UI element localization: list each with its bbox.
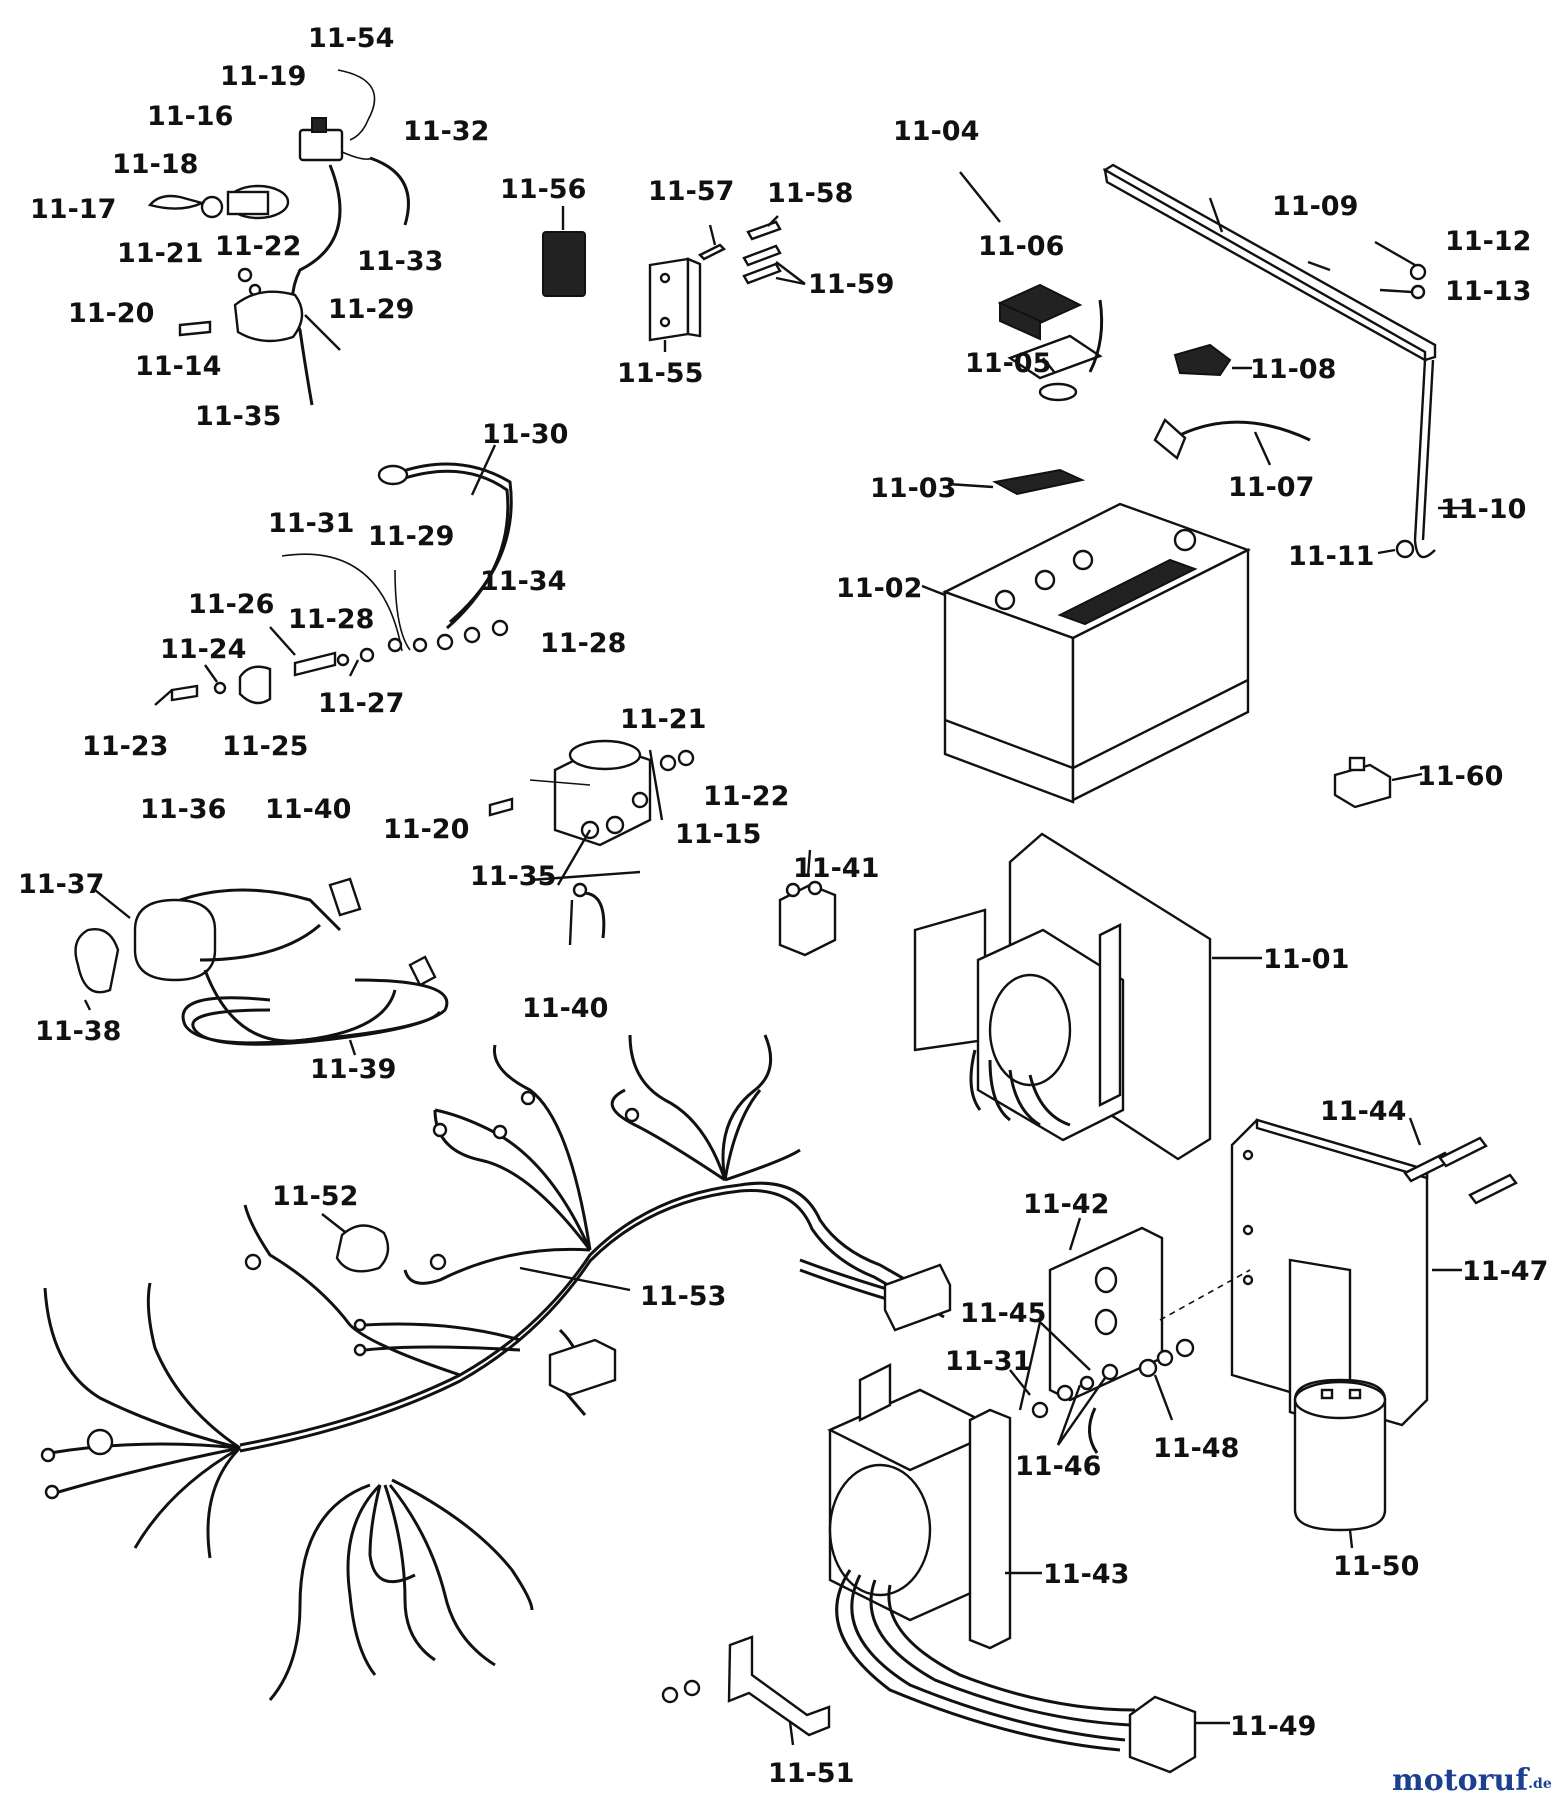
label-11-32: 11-32 xyxy=(403,116,489,147)
label-11-50: 11-50 xyxy=(1333,1551,1419,1582)
label-11-29a: 11-29 xyxy=(328,294,414,325)
label-11-26: 11-26 xyxy=(188,589,274,620)
label-11-31a: 11-31 xyxy=(268,508,354,539)
label-11-20a: 11-20 xyxy=(68,298,154,329)
label-11-37: 11-37 xyxy=(18,869,104,900)
battery-group xyxy=(921,171,1311,804)
label-11-12: 11-12 xyxy=(1445,226,1531,257)
bracket-11-51 xyxy=(661,1635,831,1746)
label-11-29b: 11-29 xyxy=(368,521,454,552)
label-11-60: 11-60 xyxy=(1417,761,1503,792)
label-11-27: 11-27 xyxy=(318,688,404,719)
watermark-logo: motoruf xyxy=(1392,1763,1530,1798)
coil-11-01 xyxy=(913,832,1262,1161)
label-11-07: 11-07 xyxy=(1228,472,1314,503)
switch-11-60 xyxy=(1333,756,1423,809)
terminal-block-group xyxy=(648,215,806,352)
label-11-42: 11-42 xyxy=(1023,1189,1109,1220)
label-11-10: 11-10 xyxy=(1440,494,1526,525)
label-11-28b: 11-28 xyxy=(540,628,626,659)
clip-11-52 xyxy=(335,1224,390,1273)
label-11-35a: 11-35 xyxy=(195,401,281,432)
label-11-44: 11-44 xyxy=(1320,1096,1406,1127)
label-11-11: 11-11 xyxy=(1288,541,1374,572)
label-11-21a: 11-21 xyxy=(117,238,203,269)
label-11-58: 11-58 xyxy=(767,178,853,209)
label-11-33: 11-33 xyxy=(357,246,443,277)
part-labels: 11-04 11-06 11-05 11-09 11-12 11-13 11-0… xyxy=(18,23,1548,1789)
label-11-18: 11-18 xyxy=(112,149,198,180)
label-11-20b: 11-20 xyxy=(383,814,469,845)
label-11-24: 11-24 xyxy=(160,634,246,665)
transformer-11-43 xyxy=(827,1363,1136,1752)
label-11-30: 11-30 xyxy=(482,419,568,450)
label-11-06: 11-06 xyxy=(978,231,1064,262)
label-11-56: 11-56 xyxy=(500,174,586,205)
label-11-25: 11-25 xyxy=(222,731,308,762)
label-11-13: 11-13 xyxy=(1445,276,1531,307)
label-11-28a: 11-28 xyxy=(288,604,374,635)
label-11-49: 11-49 xyxy=(1230,1711,1316,1742)
label-11-22b: 11-22 xyxy=(703,781,789,812)
label-11-15: 11-15 xyxy=(675,819,761,850)
label-11-54: 11-54 xyxy=(308,23,394,54)
label-11-40b: 11-40 xyxy=(522,993,608,1024)
capacitor-11-50 xyxy=(1293,1378,1387,1549)
connector-11-49 xyxy=(1128,1695,1230,1774)
label-11-47: 11-47 xyxy=(1462,1256,1548,1287)
label-11-22a: 11-22 xyxy=(215,231,301,262)
heater-cord-group xyxy=(74,877,449,1056)
label-11-14: 11-14 xyxy=(135,351,221,382)
rod-group xyxy=(1102,163,1470,559)
label-11-53: 11-53 xyxy=(640,1281,726,1312)
label-11-21b: 11-21 xyxy=(620,704,706,735)
solenoid-11-15 xyxy=(488,739,695,946)
label-11-04: 11-04 xyxy=(893,116,979,147)
hardware-group xyxy=(1009,1321,1195,1454)
label-11-55: 11-55 xyxy=(617,358,703,389)
label-11-41: 11-41 xyxy=(793,853,879,884)
label-11-36: 11-36 xyxy=(140,794,226,825)
label-11-19: 11-19 xyxy=(220,61,306,92)
label-11-34: 11-34 xyxy=(480,566,566,597)
label-11-59: 11-59 xyxy=(808,269,894,300)
label-11-51: 11-51 xyxy=(768,1758,854,1789)
label-11-40a: 11-40 xyxy=(265,794,351,825)
battery-cable-group xyxy=(154,444,513,706)
label-11-16: 11-16 xyxy=(147,101,233,132)
label-11-09: 11-09 xyxy=(1272,191,1358,222)
label-11-08: 11-08 xyxy=(1250,354,1336,385)
label-11-02: 11-02 xyxy=(836,573,922,604)
label-11-05: 11-05 xyxy=(965,348,1051,379)
label-11-35b: 11-35 xyxy=(470,861,556,892)
label-11-38: 11-38 xyxy=(35,1016,121,1047)
label-11-57: 11-57 xyxy=(648,176,734,207)
watermark-suffix: .de xyxy=(1528,1776,1552,1792)
wiring-harness-11-53 xyxy=(40,1034,952,1701)
label-11-23: 11-23 xyxy=(82,731,168,762)
label-11-01: 11-01 xyxy=(1263,944,1349,975)
label-11-17: 11-17 xyxy=(30,194,116,225)
label-11-45: 11-45 xyxy=(960,1298,1046,1329)
label-11-46: 11-46 xyxy=(1015,1451,1101,1482)
plate-11-47 xyxy=(1230,1117,1518,1432)
label-11-43: 11-43 xyxy=(1043,1559,1129,1590)
label-11-52: 11-52 xyxy=(272,1181,358,1212)
label-11-03: 11-03 xyxy=(870,473,956,504)
svg-text:motoruf.de: motoruf.de xyxy=(1392,1763,1552,1798)
label-11-48: 11-48 xyxy=(1153,1433,1239,1464)
decal-11-56 xyxy=(542,231,586,297)
relay-11-41 xyxy=(778,849,837,957)
ignition-switch-group xyxy=(147,69,410,406)
label-11-31b: 11-31 xyxy=(945,1346,1031,1377)
label-11-39: 11-39 xyxy=(310,1054,396,1085)
